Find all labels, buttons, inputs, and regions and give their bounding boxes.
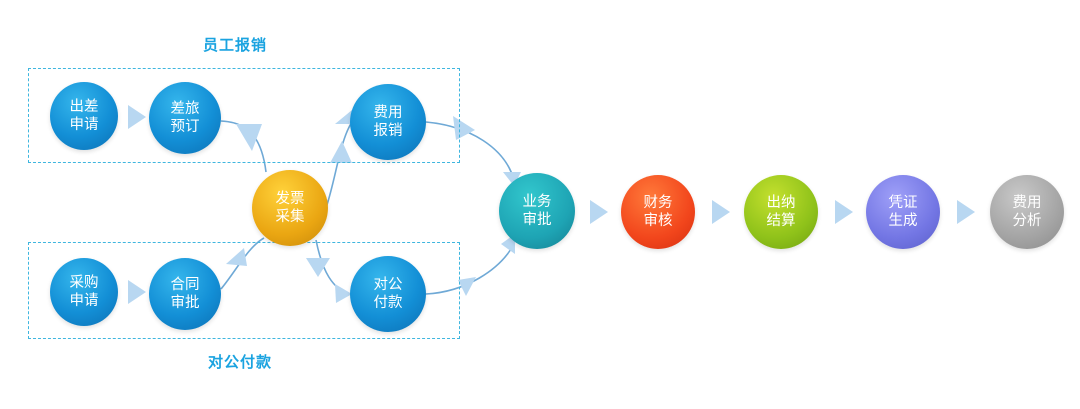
employee-reimbursement-group	[28, 68, 460, 163]
connector-corporate-pay-to-business-approve	[425, 243, 515, 295]
node-business-approve: 业务 审批	[499, 173, 575, 249]
node-label-line2: 生成	[888, 213, 918, 229]
node-corporate-pay: 对公 付款	[350, 256, 426, 332]
arrow-travel-apply-to-booking	[128, 105, 146, 129]
node-label-line1: 业务	[522, 194, 552, 210]
node-label-line1: 采购	[69, 275, 99, 291]
node-label-line1: 出纳	[766, 195, 796, 211]
node-label-line1: 合同	[170, 277, 200, 293]
node-label-line2: 采集	[275, 209, 305, 225]
node-invoice-collect: 发票 采集	[252, 170, 328, 246]
arrow-contract-to-invoice	[226, 248, 247, 266]
corporate-payment-title: 对公付款	[208, 353, 273, 371]
node-label-line2: 分析	[1012, 213, 1042, 229]
node-label-line1: 费用	[1012, 195, 1042, 211]
arrow-travel-booking-to-invoice	[236, 124, 262, 151]
node-voucher-generate: 凭证 生成	[866, 175, 940, 249]
arrow-invoice-to-corporate-pay-upper	[306, 258, 330, 277]
node-label-line1: 对公	[373, 277, 403, 293]
node-label-line1: 财务	[643, 195, 673, 211]
node-label-line1: 发票	[275, 191, 305, 207]
arrow-invoice-to-expense-lower	[330, 141, 352, 163]
arrow-expense-to-business-approve	[453, 116, 475, 140]
arrow-corporate-pay-to-business-approve	[458, 277, 476, 296]
arrow-voucher-to-analysis	[957, 200, 975, 224]
node-label-line1: 凭证	[888, 195, 918, 211]
node-contract-approve: 合同 审批	[149, 258, 221, 330]
arrow-finance-to-cashier	[712, 200, 730, 224]
node-label-line2: 审批	[170, 295, 200, 311]
arrow-buy-apply-to-contract	[128, 280, 146, 304]
node-travel-booking: 差旅 预订	[149, 82, 221, 154]
node-cashier-settle: 出纳 结算	[744, 175, 818, 249]
arrow-business-into-approve	[503, 172, 521, 186]
node-label-line2: 申请	[69, 117, 99, 133]
node-label-line2: 预订	[170, 119, 200, 135]
node-label-line2: 付款	[373, 295, 403, 311]
node-label-line1: 差旅	[170, 101, 200, 117]
node-label-line2: 申请	[69, 293, 99, 309]
node-travel-apply: 出差 申请	[50, 82, 118, 150]
node-purchase-apply: 采购 申请	[50, 258, 118, 326]
employee-reimbursement-title: 员工报销	[203, 36, 268, 54]
corporate-payment-group	[28, 242, 460, 339]
node-label-line2: 审批	[522, 212, 552, 228]
arrow-cashier-to-voucher	[835, 200, 853, 224]
node-expense-analysis: 费用 分析	[990, 175, 1064, 249]
node-label-line2: 结算	[766, 213, 796, 229]
connector-expense-to-business-approve	[425, 121, 515, 181]
arrow-invoice-to-corporate-pay-lower	[335, 284, 352, 303]
node-label-line2: 报销	[373, 123, 403, 139]
node-label-line2: 审核	[643, 213, 673, 229]
node-finance-review: 财务 审核	[621, 175, 695, 249]
node-label-line1: 费用	[373, 105, 403, 121]
arrow-business-to-finance	[590, 200, 608, 224]
arrow-invoice-to-expense-upper	[335, 110, 354, 124]
node-label-line1: 出差	[69, 99, 99, 115]
node-expense-reimburse: 费用 报销	[350, 84, 426, 160]
